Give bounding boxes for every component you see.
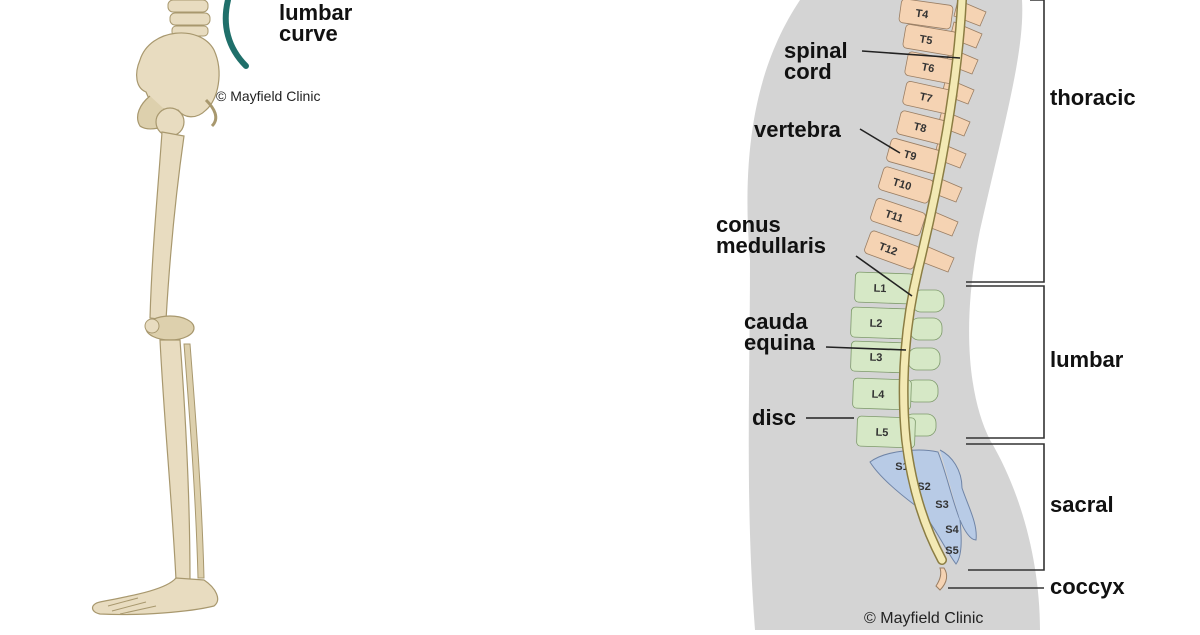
skeleton-drawing [91,0,249,616]
spinal-cord-label-line2: cord [784,59,832,84]
vertebra-label-text: L2 [869,318,882,330]
vertebra-label-text: T5 [919,33,934,47]
left-copyright: © Mayfield Clinic [216,88,321,104]
vertebra-label-text: T9 [902,148,918,163]
vertebra-label-text: T4 [915,8,930,22]
sacral-segment-label: S5 [945,545,958,557]
lumbar-curve-arc [222,0,249,69]
vertebra-body: T11 [870,198,926,236]
conus-medullaris-label: conus medullaris [716,212,827,258]
disc-label-line1: disc [752,405,797,430]
vertebra-label-line1: vertebra [754,117,841,142]
sacral-segment-label: S2 [917,481,930,493]
vertebra-body: L1 [854,271,914,305]
vertebra-label-text: L4 [871,389,885,401]
tibia-bone [159,339,191,581]
vertebra-label-text: T10 [891,176,913,193]
pointer-line [825,346,907,351]
vertebra-label-text: L3 [869,352,882,364]
lumbar-curve-label-line2: curve [279,21,338,46]
spinal-cord-label-line1: spinal [784,38,848,63]
sacral-segment-label: S3 [935,499,948,511]
vertebra-label-text: T11 [883,208,904,225]
sacral-segment-label: S4 [945,524,959,536]
cauda-equina-label: cauda equina [744,309,815,355]
region-bracket [966,285,1045,439]
vertebra-body: L4 [852,377,912,411]
region-brackets [948,0,1045,589]
thoracic-region-label: thoracic [1050,85,1136,110]
lumbar-curve-label-line1: lumbar [279,0,353,25]
pointer-line [859,128,901,154]
coccyx-region-label: coccyx [1050,574,1125,599]
pointer-line [855,255,913,297]
vertebra-label-text: T7 [918,91,933,105]
disc-label: disc [752,405,797,430]
toe-lines [107,597,157,615]
region-bracket [966,0,1045,283]
lumbar-region-label: lumbar [1050,347,1124,372]
spinal-cord-label: spinal cord [784,38,848,84]
lower-spine-bones [167,0,211,37]
right-copyright: © Mayfield Clinic [864,610,984,627]
skeleton-figure: lumbar curve © Mayfield Clinic [0,0,600,630]
fibula-bone [183,343,205,579]
sacrum-wing [939,449,977,541]
pointer-line [861,50,961,59]
sacrum-tail [204,98,218,128]
pointer-lines [806,50,961,419]
sacral-region-label: sacral [1050,492,1114,517]
vertebra-label-text: T8 [912,121,927,136]
cauda-equina-label-line1: cauda [744,309,808,334]
vertebra-label-text: T6 [920,61,935,75]
spine-column: T4T5T6T7T8T9T10T11T12L1L2L3L4L5S1S2S3S4S… [850,0,987,591]
region-bracket [966,443,1045,571]
foot-bones [91,577,219,616]
vertebra-label-text: L1 [873,283,886,295]
coccyx-bone [935,567,948,591]
spine-drawing: T4T5T6T7T8T9T10T11T12L1L2L3L4L5S1S2S3S4S… [747,0,1045,630]
lumbar-process [907,347,941,371]
conus-medullaris-label-line1: conus [716,212,781,237]
vertebra-body: T6 [904,51,960,85]
vertebra-label-text: L5 [875,427,888,439]
conus-medullaris-label-line2: medullaris [716,233,827,258]
vertebra-body: T5 [902,24,958,56]
vertebra-body: L2 [850,306,910,340]
femur-head [155,107,185,137]
lumbar-process [909,317,943,341]
sacrum-bone [869,449,962,565]
vertebra-label: vertebra [754,117,841,142]
femur-bone [149,131,185,321]
kneecap [144,318,160,334]
cauda-equina-label-line2: equina [744,330,815,355]
lumbar-curve-label: lumbar curve [279,0,353,46]
spinal-cord [900,0,966,564]
pelvis-bone [136,32,220,118]
vertebra-body: T4 [898,0,954,30]
